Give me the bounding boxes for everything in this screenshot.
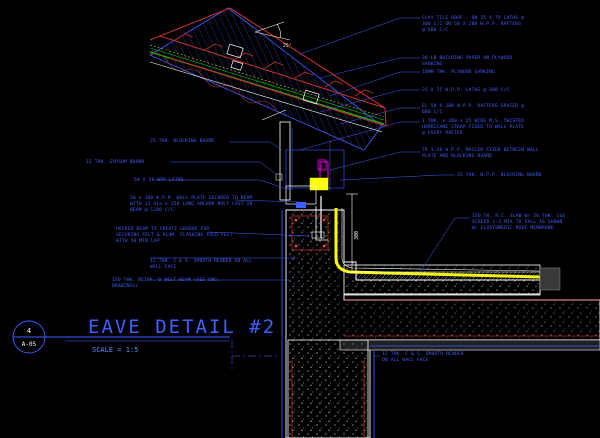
note-right-8-line-0: 150 TH. R.C. SLAB W/ 50 THK. C&S <box>472 213 565 219</box>
note-left-3-line-0: 50 x 100 W.P.P. WALL PLATE SECURED TO BE… <box>130 195 253 201</box>
note-right-6: TR 3.50 W.P.P. NAILER FIXED BETWEEN WALL… <box>422 147 539 159</box>
note-right-0: CLAY TILE ROOF - ON 25 X 75 LATHS @300 C… <box>422 15 524 33</box>
note-right-0-line-2: @ 600 C/C <box>422 27 448 33</box>
note-left-5-line-1: WALL FACE <box>150 264 176 270</box>
note-right-1-line-1: SARKING <box>422 61 442 67</box>
note-right-4-line-0: EL 50 X 200 W.P.P. RAFTERS SPACED @ <box>422 103 524 109</box>
screed <box>355 271 541 281</box>
rebar-dots <box>294 218 326 248</box>
blocking-board <box>279 121 291 201</box>
note-right-0-line-1: 300 C/C ON 50 X 200 W.P.P. RAFTERS <box>422 21 521 27</box>
dimension-text: 300 <box>354 231 360 240</box>
note-right-8-line-1: SCREED 1:3 MIX TO FALL AS SHOWN <box>472 219 562 225</box>
note-left-6: 150 THK. REINF.'D BELT BEAM (SEE ENG.DRA… <box>112 277 220 289</box>
note-right-4: EL 50 X 200 W.P.P. RAFTERS SPACED @600 C… <box>422 103 524 115</box>
note-right-2-line-0: 18MM THK. PLYWOOD SARKING <box>422 69 495 75</box>
concrete-structure <box>281 209 600 438</box>
note-left-3-line-2: BEAM @ 1200 C/C <box>130 207 174 213</box>
note-left-0-line-0: 25 THK. BLOCKING BOARD <box>150 138 214 144</box>
svg-text:2: 2 <box>319 164 323 171</box>
note-right-5-line-1: HURRICANE STRAP FIXED TO WALL PLATE <box>422 124 524 130</box>
drawing-title: EAVE DETAIL #2 <box>88 316 276 338</box>
tile-laths <box>226 43 320 105</box>
gutter-flashing <box>309 177 329 191</box>
note-left-4-line-0: HACKED BEAM TO CREATE GROOVE FOR <box>116 226 209 232</box>
note-right-8-line-2: W/ ELASTOMERIC ROOF MEMBRANE <box>472 225 554 231</box>
clay-tiles <box>149 7 387 127</box>
lower-wall <box>287 339 369 438</box>
annotations-right: CLAY TILE ROOF - ON 25 X 75 LATHS @300 C… <box>382 15 565 363</box>
note-left-4-line-1: SECURING FELT & ALUM. FLASHING FOLD FELT <box>116 232 233 238</box>
note-left-3: 50 x 100 W.P.P. WALL PLATE SECURED TO BE… <box>130 195 253 213</box>
flashing <box>311 206 328 241</box>
roof-assembly <box>149 7 387 151</box>
note-right-9-line-1: ON ALL WALL FACE <box>382 357 429 363</box>
roof-angle-text: 25° <box>283 43 292 49</box>
dimension-300: 300 <box>346 193 360 273</box>
note-right-7: 25 THK. W.P.P. BLOCKING BOARD <box>457 172 542 178</box>
title-block: 4 A-05 EAVE DETAIL #2 SCALE = 1:5 <box>12 316 276 354</box>
note-left-6-line-1: DRAWINGS) <box>112 283 138 289</box>
note-right-5-line-2: @ EVERY RAFTER <box>422 130 463 136</box>
note-left-1-line-0: 12 THK. GYPSUM BOARD <box>86 159 144 165</box>
note-right-2: 18MM THK. PLYWOOD SARKING <box>422 69 495 75</box>
drawing-scale: SCALE = 1:5 <box>92 346 138 354</box>
detail-number: 4 <box>27 327 31 335</box>
note-left-2-line-0: 50 X 50 WPP LATHS <box>134 177 184 183</box>
note-right-5-line-0: 1 THK. x 200 x 25 WIDE M.S. TWISTED <box>422 118 524 124</box>
note-left-4-line-2: WITH 50 MIN LAP <box>116 238 160 244</box>
section-tag: 2 <box>317 159 327 171</box>
note-left-0: 25 THK. BLOCKING BOARD <box>150 138 214 144</box>
roof-angle-marker: 25° <box>254 21 292 49</box>
note-right-1-line-0: 30 LB BUILDING PAPER ON PLYWOOD <box>422 55 512 61</box>
note-right-3-line-0: 25 X 75 W.P.P. LATHS @ 300 C/C <box>422 87 510 93</box>
note-right-3: 25 X 75 W.P.P. LATHS @ 300 C/C <box>422 87 510 93</box>
note-right-0-line-0: CLAY TILE ROOF - ON 25 X 75 LATHS @ <box>422 15 524 21</box>
note-left-2: 50 X 50 WPP LATHS <box>134 177 184 183</box>
note-left-6-line-0: 150 THK. REINF.'D BELT BEAM (SEE ENG. <box>112 277 220 283</box>
rafter-section <box>149 7 383 151</box>
leader-lines <box>150 17 470 380</box>
note-right-7-line-0: 25 THK. W.P.P. BLOCKING BOARD <box>457 172 542 178</box>
annotations-left: 25 THK. BLOCKING BOARD 12 THK. GYPSUM BOA… <box>86 138 253 289</box>
note-left-1: 12 THK. GYPSUM BOARD <box>86 159 144 165</box>
note-right-9-line-0: 12 THK. C & S. SMOOTH RENDER <box>382 351 464 357</box>
note-left-3-line-1: WITH 12 dia x 250 LONG ANCHOR BOLT CAST … <box>130 201 253 207</box>
sheet-number: A-05 <box>22 341 37 348</box>
note-left-5-line-0: 12 THK. C & S. SMOOTH RENDER ON ALL <box>150 258 252 264</box>
note-right-4-line-1: 600 C/C <box>422 109 442 115</box>
note-right-6-line-0: TR 3.50 W.P.P. NAILER FIXED BETWEEN WALL <box>422 147 539 153</box>
grid-lines <box>231 340 278 372</box>
note-right-6-line-1: PLATE AND BLOCKING BOARD <box>422 153 492 159</box>
